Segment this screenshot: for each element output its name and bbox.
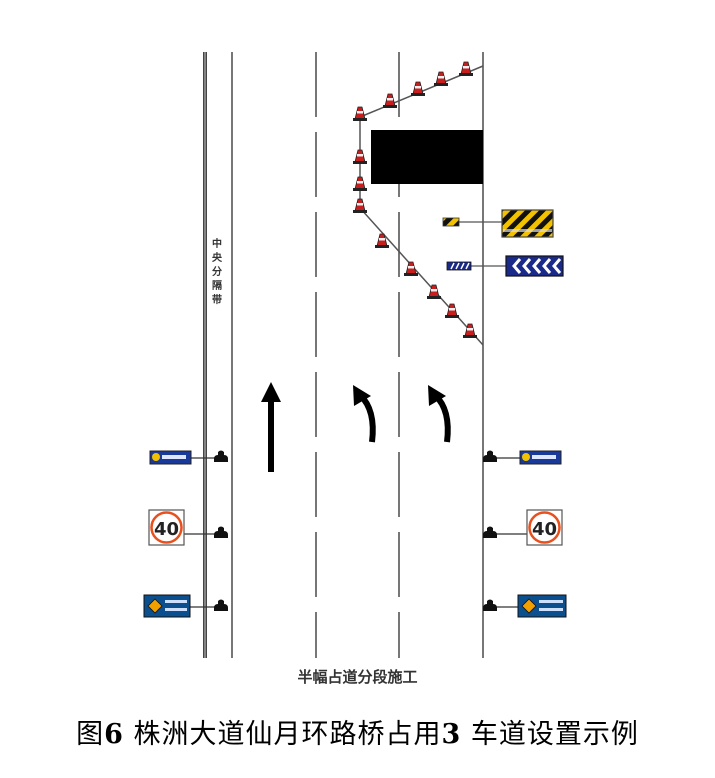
right-construction-sign (483, 450, 562, 465)
left-curve-arrow-icon (353, 385, 376, 443)
right-speed-limit-sign: 40 (483, 509, 563, 546)
sub-caption: 半幅占道分段施工 (297, 668, 418, 686)
svg-text:40: 40 (154, 519, 179, 540)
figure-text-b: 车道设置示例 (470, 719, 639, 750)
traffic-cones (352, 61, 478, 339)
figure-prefix: 图 (76, 719, 105, 750)
cone-taper (359, 65, 484, 346)
figure-number: 6 (104, 719, 124, 750)
figure-text-a: 株洲大道仙月环路桥占用 (133, 719, 442, 750)
svg-text:40: 40 (532, 519, 557, 540)
left-curve-arrow-icon (428, 385, 451, 443)
median-label: 中央分隔带 (212, 239, 222, 306)
chevron-board-sign (446, 255, 564, 277)
left-construction-sign (149, 450, 228, 465)
hazard-board-sign (442, 209, 554, 238)
right-lane-closure-sign (483, 594, 567, 618)
figure-lane-count: 3 (441, 719, 462, 750)
figure-caption: 图6 株洲大道仙月环路桥占用3 车道设置示例 (0, 712, 715, 751)
left-lane-closure-sign (143, 594, 228, 618)
straight-arrow-icon (261, 382, 281, 472)
work-zone-block (371, 130, 483, 184)
left-speed-limit-sign: 40 (148, 509, 228, 546)
